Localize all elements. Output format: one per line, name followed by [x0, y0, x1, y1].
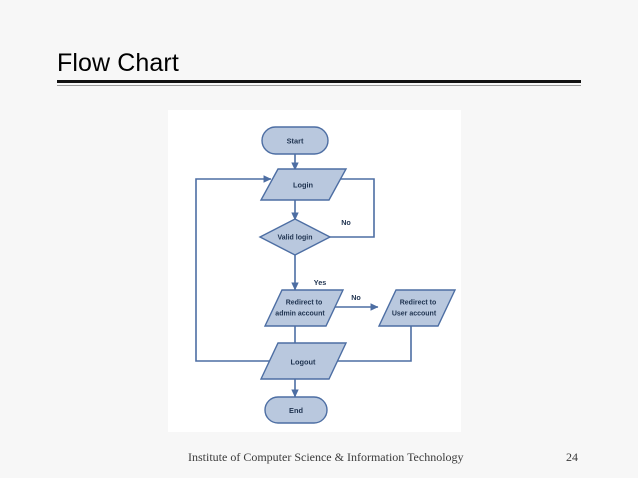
edge-user-to-logout: [318, 326, 412, 365]
node-logout-label: Logout: [290, 358, 316, 367]
node-redirect-user-line1: Redirect to: [400, 300, 437, 307]
node-start[interactable]: Start: [261, 126, 329, 155]
node-logout[interactable]: Logout: [259, 342, 348, 380]
start-shape: [261, 126, 329, 155]
edge-logout-to-login: [195, 175, 272, 362]
valid-login-shape: [258, 218, 332, 256]
title-rule-thin: [57, 85, 581, 86]
end-shape: [264, 396, 328, 424]
node-redirect-admin-line2: admin account: [275, 311, 325, 318]
node-start-label: Start: [287, 137, 304, 146]
login-shape: [259, 168, 348, 201]
redirect-admin-shape: [263, 289, 345, 327]
node-end[interactable]: End: [264, 396, 328, 424]
logout-shape: [259, 342, 348, 380]
node-login[interactable]: Login: [259, 168, 348, 201]
edge-valid-no-to-login: [318, 175, 375, 238]
edge-label-no-valid-login: No: [341, 218, 351, 227]
flowchart-svg: right, up, back into Login (right side) …: [195, 126, 457, 424]
node-redirect-admin-line1: Redirect to: [286, 300, 323, 307]
node-redirect-user-line2: User account: [392, 311, 437, 318]
footer-institute-text: Institute of Computer Science & Informat…: [188, 450, 464, 464]
node-redirect-admin[interactable]: Redirect to admin account: [263, 289, 345, 327]
page-title: Flow Chart: [57, 49, 179, 77]
node-valid-login-label: Valid login: [277, 235, 312, 242]
node-end-label: End: [289, 406, 303, 415]
title-rule-thick: [57, 80, 581, 83]
flowchart-panel: right, up, back into Login (right side) …: [168, 110, 461, 432]
node-valid-login[interactable]: Valid login: [258, 218, 332, 256]
redirect-user-shape: [377, 289, 457, 327]
footer-page-number: 24: [566, 450, 578, 464]
node-redirect-user[interactable]: Redirect to User account: [377, 289, 457, 327]
edge-label-yes-valid-login: Yes: [314, 278, 326, 287]
node-login-label: Login: [293, 181, 314, 190]
edge-label-no-redirect: No: [351, 293, 361, 302]
connector-layer: right, up, back into Login (right side) …: [195, 154, 412, 398]
